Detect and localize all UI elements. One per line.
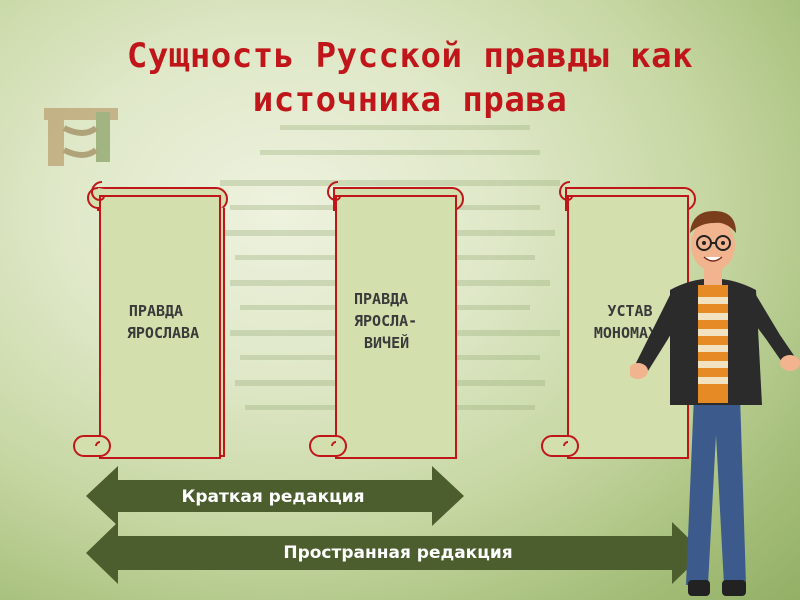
short-edition-label: Краткая редакция [181,487,365,507]
scroll-2-line-1: ПРАВДА [354,290,409,308]
title-line-2: источника права [252,80,568,120]
slide-title: Сущность Русской правды как источника пр… [60,34,760,122]
scroll-3-line-1: УСТАВ [607,302,653,320]
scroll-2-text: ПРАВДА ЯРОСЛА- ВИЧЕЙ [340,288,440,354]
title-line-1: Сущность Русской правды как [126,36,694,76]
scroll-3-line-2: МОНОМАХА [593,324,667,342]
scroll-2-line-2: ЯРОСЛА- [354,312,418,330]
scroll-1-text: ПРАВДА ЯРОСЛАВА [100,300,212,344]
short-edition-arrow [86,466,464,526]
scroll-1-line-1: ПРАВДА [128,302,184,320]
long-edition-label: Пространная редакция [283,543,513,563]
decorated-initial-letter [44,108,118,166]
scroll-2-line-3: ВИЧЕЙ [364,334,410,352]
character-illustration [630,211,800,596]
long-edition-arrow [86,522,704,584]
scroll-icon [309,181,464,459]
scroll-3-text: УСТАВ МОНОМАХА [574,300,686,344]
scroll-icon [73,181,228,459]
scroll-1-line-2: ЯРОСЛАВА [126,324,200,342]
